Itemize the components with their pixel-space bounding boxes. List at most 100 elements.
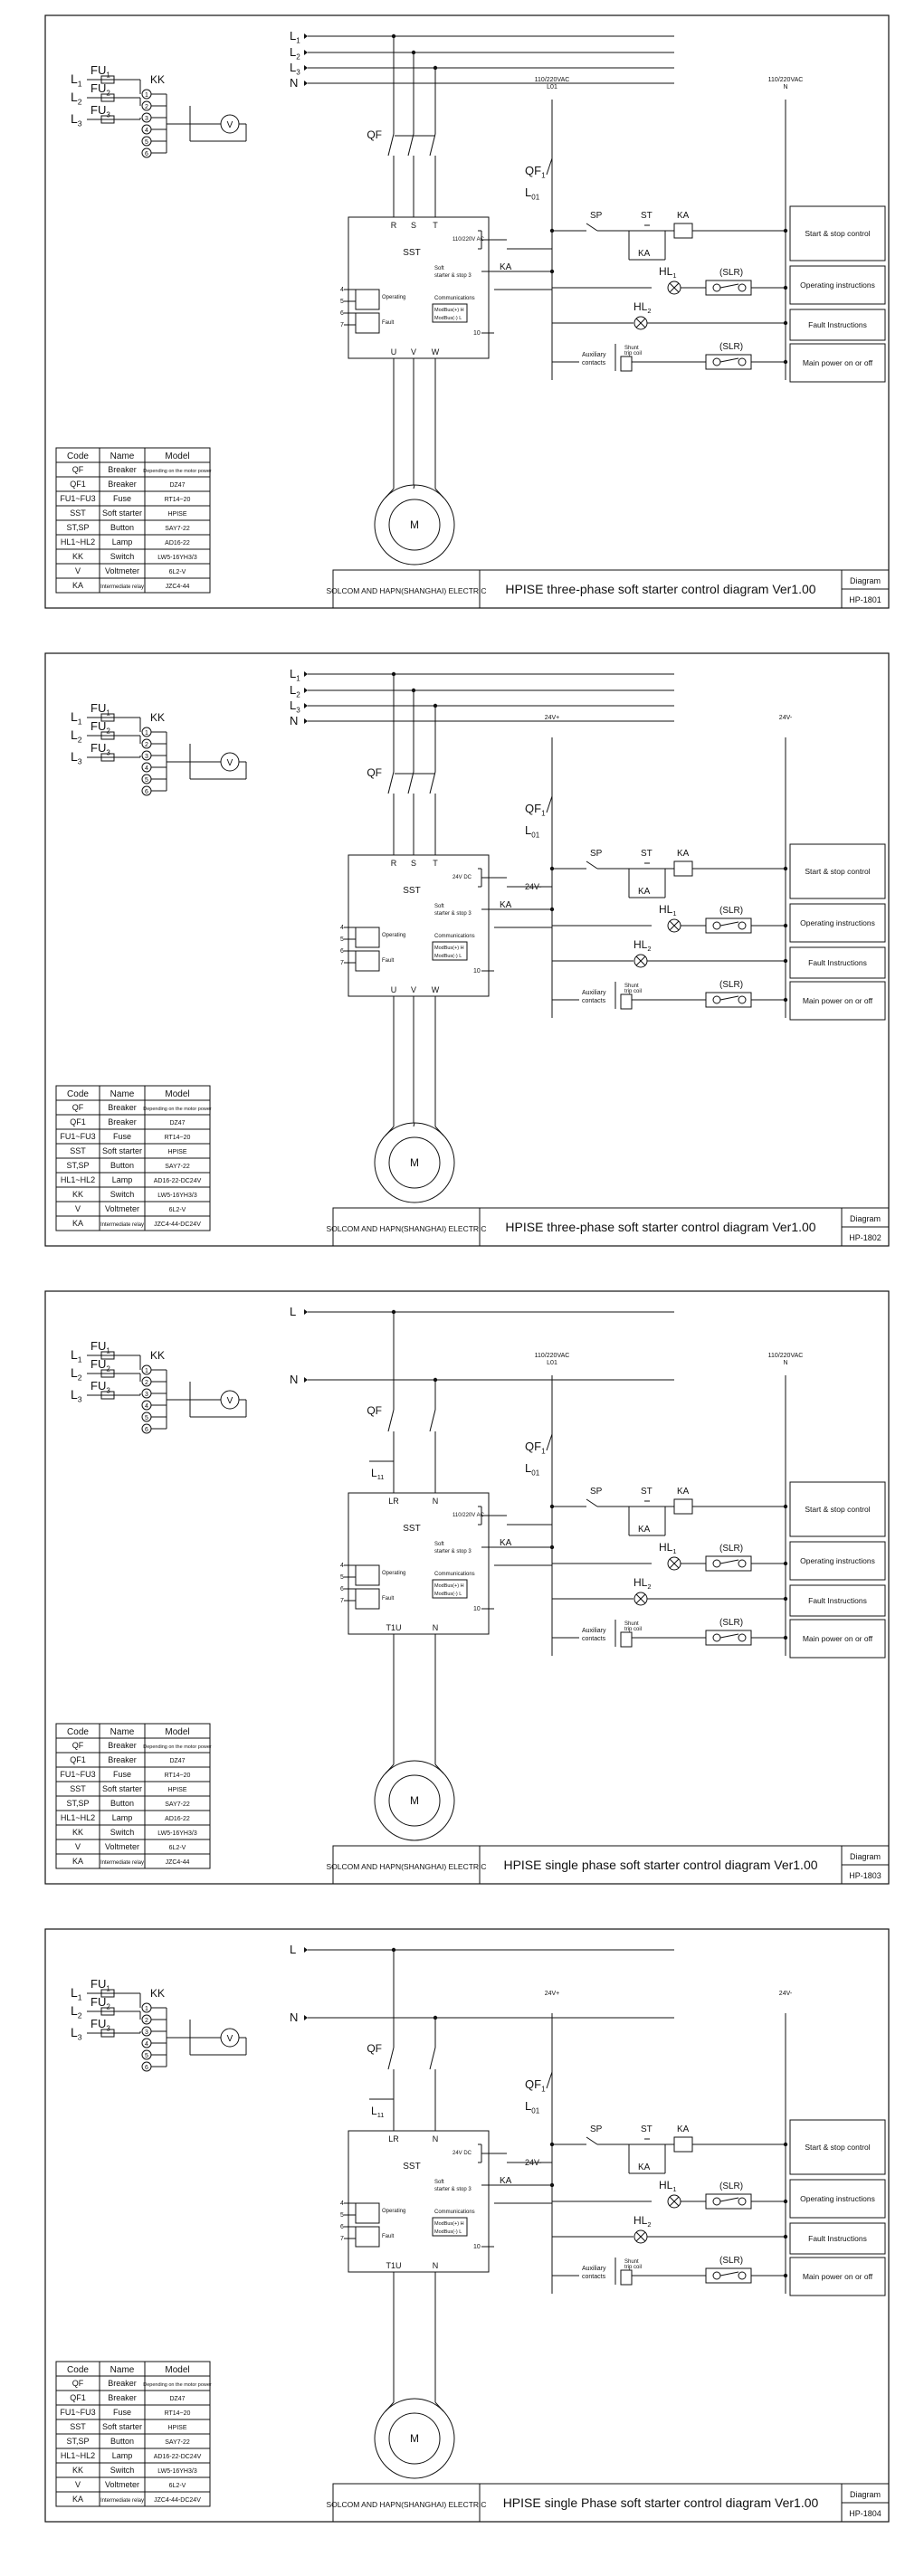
table-cell: ST,SP bbox=[66, 1799, 89, 1808]
wire bbox=[385, 2401, 395, 2412]
table-cell: Breaker bbox=[108, 1741, 137, 1750]
kk-terminal-number: 1 bbox=[145, 2006, 148, 2012]
supply-label-left: 110/220VAC bbox=[535, 77, 570, 83]
table-cell: AD16-22-DC24V bbox=[154, 1178, 202, 1184]
sp-label: SP bbox=[590, 2124, 603, 2134]
motor-inner bbox=[388, 1774, 441, 1827]
sst-block bbox=[348, 216, 490, 359]
sst-terminal-top: LR bbox=[388, 2134, 399, 2143]
table-cell: SST bbox=[70, 509, 86, 518]
qf-contact bbox=[429, 1409, 436, 1432]
modbus-l-label: ModBus(-) L bbox=[434, 2229, 462, 2235]
terminal bbox=[712, 921, 721, 930]
junction-dot bbox=[783, 1635, 788, 1640]
diagram-number: HP-1802 bbox=[849, 1233, 881, 1242]
modbus-box bbox=[432, 303, 468, 323]
sp-label: SP bbox=[590, 211, 603, 221]
instruction-text: Fault Instructions bbox=[808, 1596, 867, 1605]
phase-label: L3 bbox=[71, 749, 82, 766]
diagram-title: HPISE three-phase soft starter control d… bbox=[505, 1220, 815, 1234]
junction-dot bbox=[783, 958, 788, 964]
wire bbox=[635, 955, 646, 966]
wire bbox=[434, 1763, 444, 1774]
table-cell: Breaker bbox=[108, 2393, 137, 2402]
instruction-box bbox=[789, 946, 886, 979]
table-header: Name bbox=[110, 1089, 135, 1099]
sst-terminal-top: S bbox=[411, 859, 416, 868]
table-cell: LW5-16YH3/3 bbox=[157, 1193, 197, 1199]
table-header: Code bbox=[67, 1089, 89, 1099]
table-cell: 6L2-V bbox=[169, 569, 186, 575]
table-cell: Fuse bbox=[113, 1132, 131, 1141]
table-cell: SST bbox=[70, 2422, 86, 2431]
shunt-label: Shunt bbox=[624, 2259, 639, 2265]
fuse-label: FU3 bbox=[90, 2017, 110, 2032]
table-cell: ST,SP bbox=[66, 2437, 89, 2446]
qf-contact bbox=[429, 2047, 436, 2070]
table-cell: AD16-22 bbox=[165, 540, 190, 547]
table-cell: RT14~20 bbox=[165, 497, 191, 503]
soft-stop-label: starter & stop 3 bbox=[434, 1549, 472, 1554]
junction-dot bbox=[411, 688, 416, 693]
sst-terminal-top: LR bbox=[388, 1497, 399, 1506]
bus-label: N bbox=[290, 714, 298, 727]
phase-label: L1 bbox=[71, 709, 82, 727]
table-cell: Fuse bbox=[113, 2408, 131, 2417]
sst-terminal-number: 7 bbox=[340, 1598, 344, 1604]
wire bbox=[385, 1126, 395, 1136]
supply-label-right: 110/220VAC bbox=[768, 1353, 804, 1359]
fuse-label: FU1 bbox=[90, 1977, 110, 1992]
ka-coil-label: KA bbox=[677, 2124, 690, 2134]
table-cell: Depending on the motor power bbox=[143, 469, 212, 474]
table-cell: Button bbox=[110, 1799, 134, 1808]
bus-label: L1 bbox=[290, 667, 300, 682]
instruction-box bbox=[789, 1481, 886, 1537]
kk-terminal-number: 2 bbox=[145, 742, 148, 748]
wire bbox=[385, 488, 395, 499]
table-cell: KK bbox=[72, 1828, 83, 1837]
slr-label: (SLR) bbox=[719, 342, 743, 352]
junction-dot bbox=[783, 2234, 788, 2239]
table-cell: AD16-22-DC24V bbox=[154, 2454, 202, 2460]
fuse-label: FU3 bbox=[90, 1379, 110, 1394]
table-cell: Intermediate relay bbox=[100, 2498, 144, 2504]
table-cell: LW5-16YH3/3 bbox=[157, 2468, 197, 2475]
phase-label: L3 bbox=[71, 111, 82, 128]
supply-label-left: 24V+ bbox=[545, 1991, 560, 1997]
table-cell: DZ47 bbox=[169, 1120, 185, 1126]
supply-label-right: 24V- bbox=[779, 1991, 793, 1997]
l01-label: L01 bbox=[525, 823, 540, 839]
sst-terminal-number: 4 bbox=[340, 1563, 344, 1569]
table-cell: FU1~FU3 bbox=[60, 1770, 95, 1779]
table-cell: Soft starter bbox=[102, 1146, 142, 1155]
instruction-text: Operating instructions bbox=[800, 280, 875, 290]
instruction-text: Operating instructions bbox=[800, 2194, 875, 2203]
sp-label: SP bbox=[590, 849, 603, 859]
sst-terminal-number: 10 bbox=[473, 968, 481, 974]
sst-terminal-bottom: T1U bbox=[386, 1623, 401, 1632]
sst-terminal-bottom: U bbox=[391, 347, 397, 356]
diagram-word: Diagram bbox=[850, 1852, 881, 1861]
ka-hold-label: KA bbox=[638, 249, 651, 259]
kk-terminal-number: 3 bbox=[145, 754, 148, 760]
supply-label-left: 24V+ bbox=[545, 715, 560, 721]
wire bbox=[434, 1126, 444, 1136]
junction-dot bbox=[783, 228, 788, 233]
table-cell: Voltmeter bbox=[105, 2480, 139, 2489]
sp-label: SP bbox=[590, 1487, 603, 1497]
table-cell: SAY7-22 bbox=[165, 1801, 190, 1808]
kk-label: KK bbox=[150, 73, 165, 86]
sst-label: SST bbox=[403, 886, 420, 896]
operating-relay bbox=[355, 927, 380, 948]
diagram-number: HP-1804 bbox=[849, 2509, 881, 2518]
sst-terminal-number: 6 bbox=[340, 1586, 344, 1592]
modbus-box bbox=[432, 941, 468, 961]
bus-arrow bbox=[304, 50, 308, 55]
l11-label: L11 bbox=[371, 2105, 384, 2119]
ka-coil-label: KA bbox=[677, 211, 690, 221]
junction-dot bbox=[549, 1545, 555, 1550]
terminal bbox=[712, 357, 721, 366]
table-cell: DZ47 bbox=[169, 2396, 185, 2402]
aux-label: contacts bbox=[582, 1636, 606, 1642]
